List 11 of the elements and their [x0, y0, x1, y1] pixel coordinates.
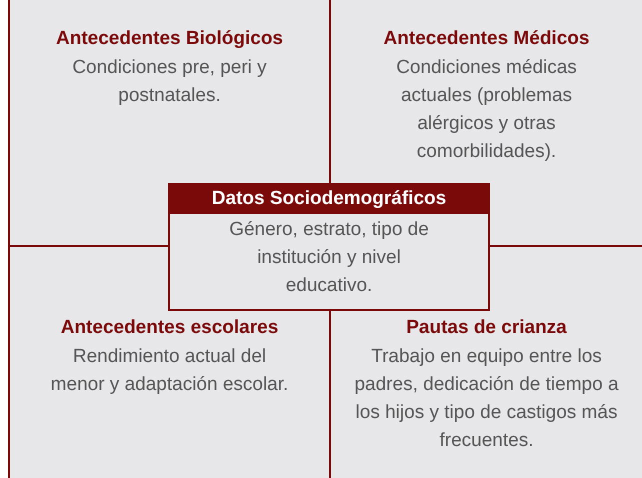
panel-heading: Datos Sociodemográficos: [170, 185, 488, 214]
panel-text: Género, estrato, tipo de institución y nivel educativo.: [228, 218, 430, 298]
center-panel: [168, 183, 490, 311]
panel-text: Condiciones pre, peri y postnatales.: [71, 56, 268, 108]
panel-text: Trabajo en equipo entre los padres, dedicación de tiempo a los hijos y tipo de castigos más frecuentes.: [353, 345, 620, 453]
panel-text: Rendimiento actual del menor y adaptación escolar.: [50, 345, 290, 397]
panel-text: Condiciones médicas actuales (problemas alérgicos y otras comorbilidades).: [395, 56, 578, 164]
panel-heading: Antecedentes Biológicos: [55, 28, 284, 50]
panel-heading: Pautas de crianza: [405, 317, 568, 339]
panel-heading: Antecedentes escolares: [60, 317, 280, 339]
panel-heading: Antecedentes Médicos: [382, 28, 590, 50]
